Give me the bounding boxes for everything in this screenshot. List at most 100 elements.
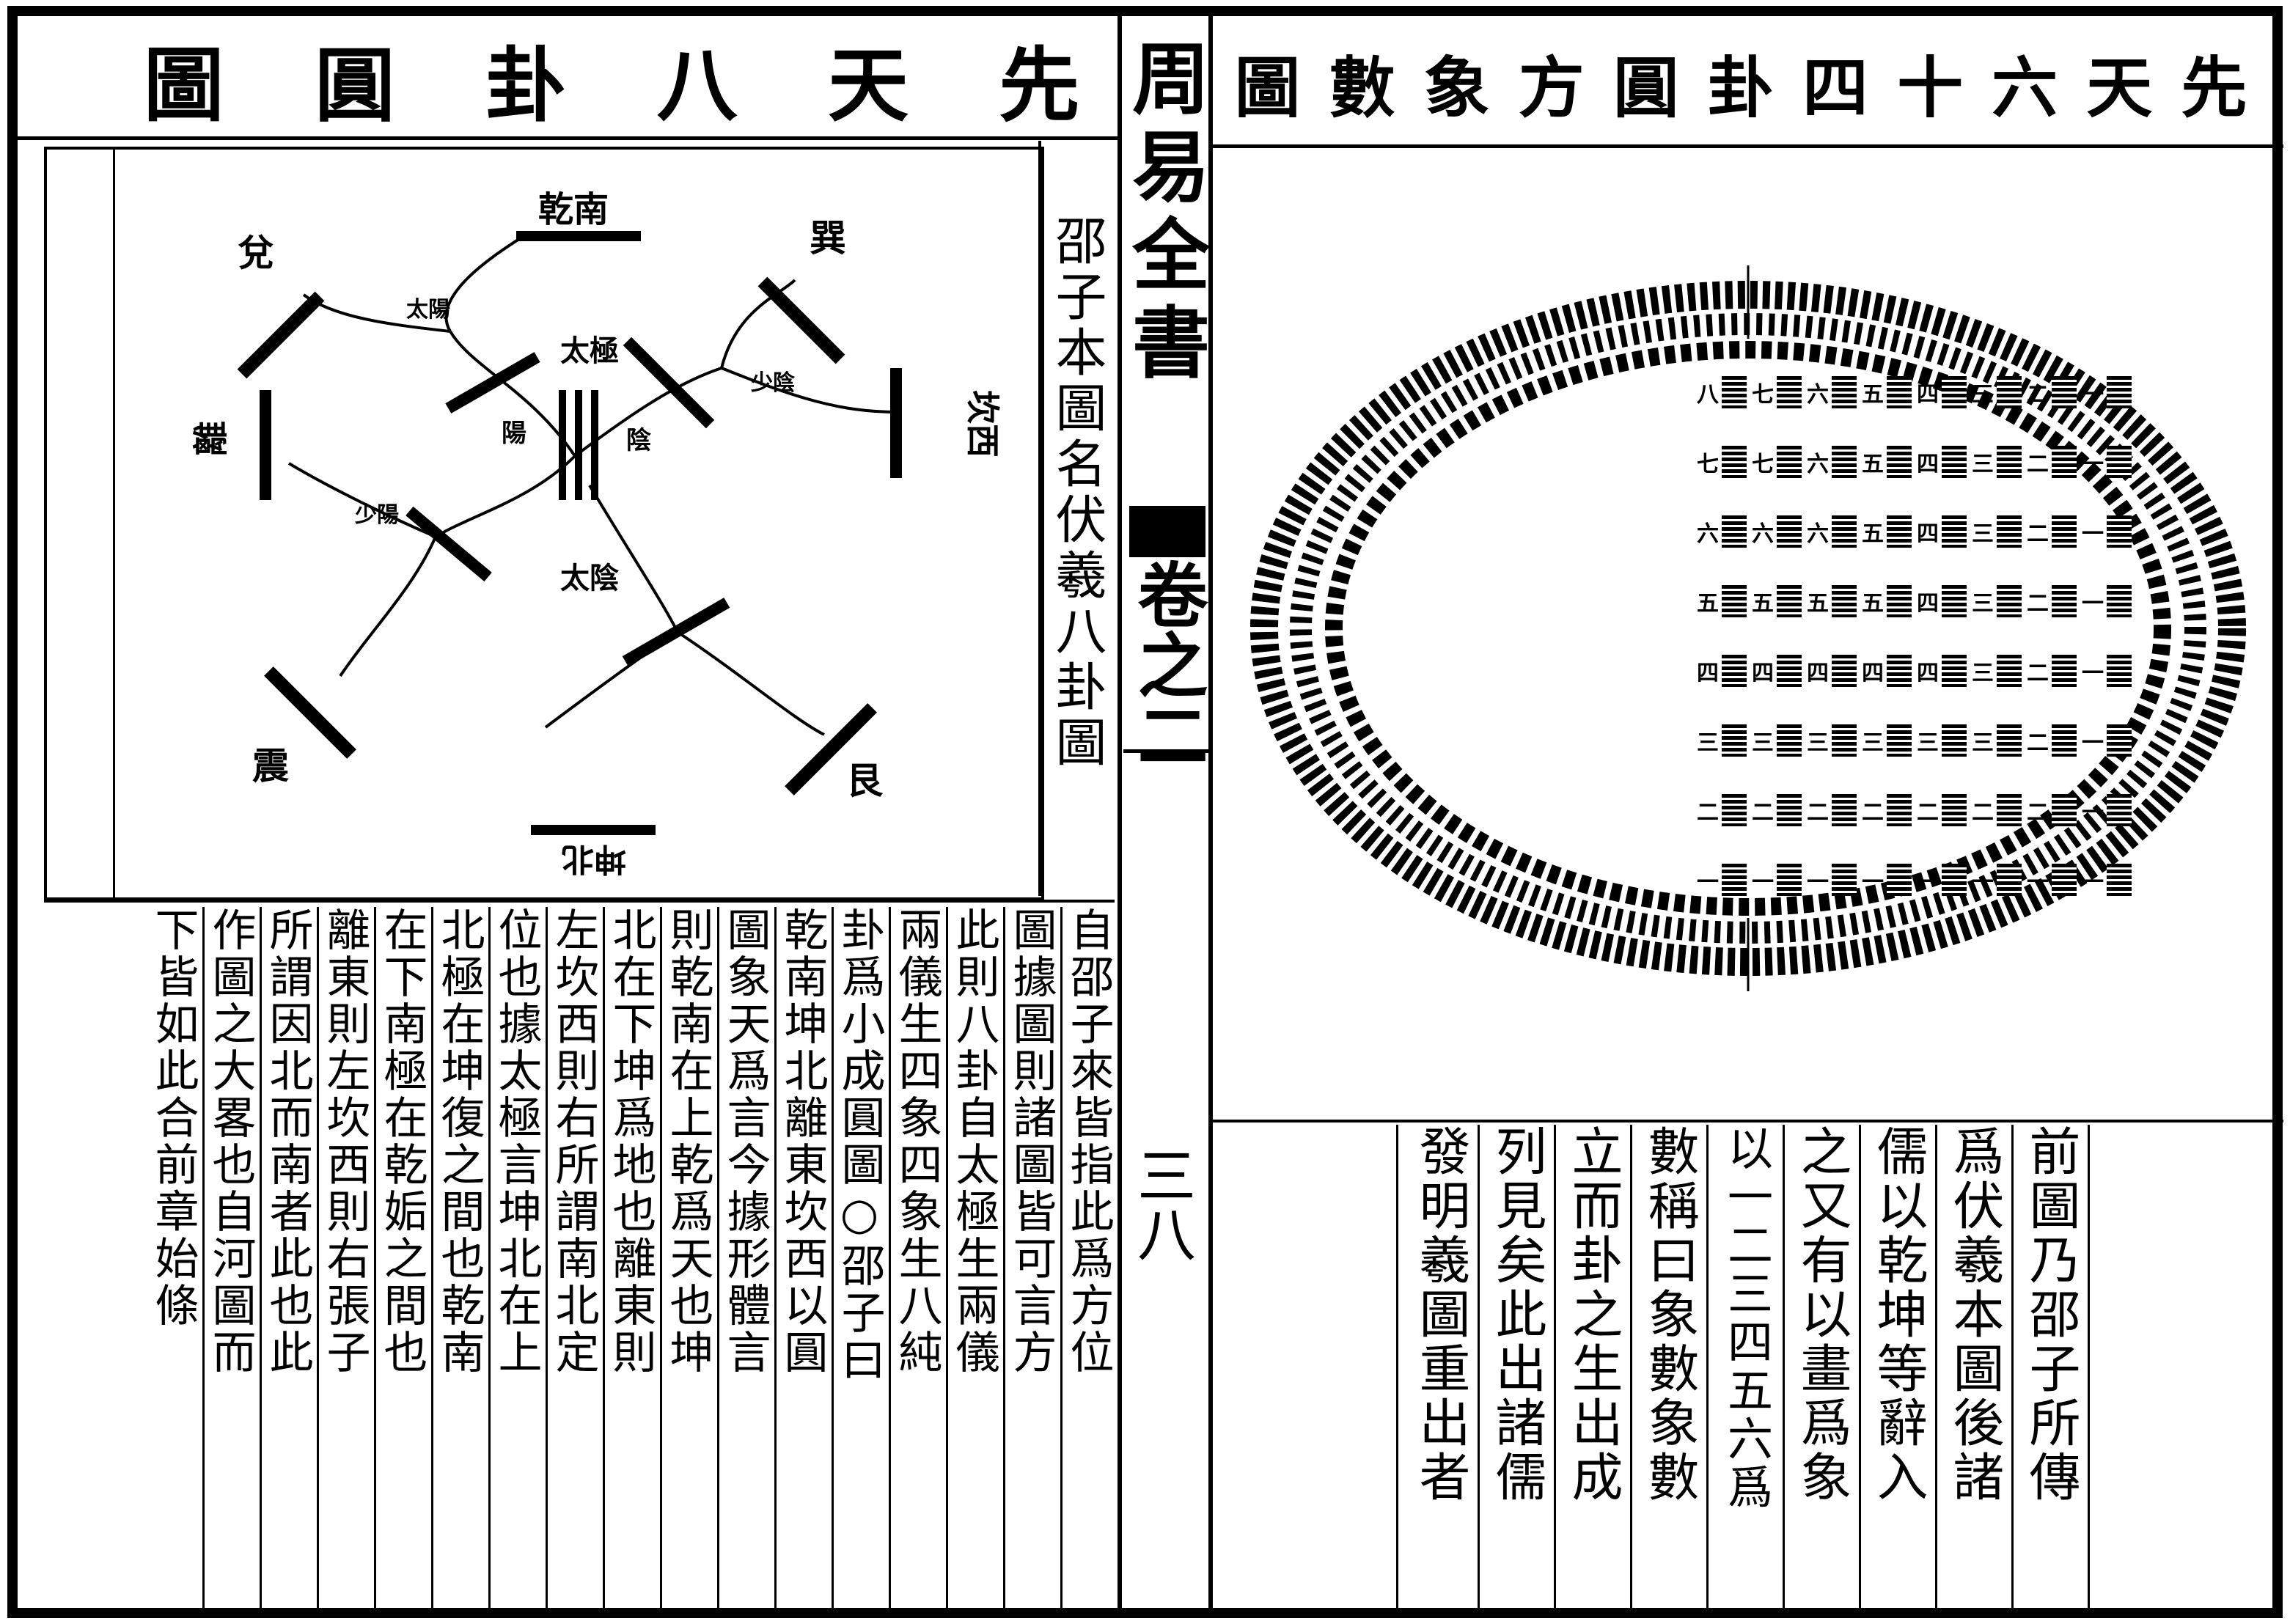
commentary-column: 卦爲小成圓圖○邵子曰 xyxy=(832,907,889,1611)
hexagram-number: 二 xyxy=(2027,730,2049,756)
commentary-column: 北極在坤復之間也乾南 xyxy=(431,907,488,1611)
label-taiyang: 太陽 xyxy=(406,297,450,323)
label-taiyin: 太陰 xyxy=(560,561,619,595)
hexagram-circle-diagram xyxy=(1250,265,2246,991)
hexagram-icon xyxy=(1887,863,1912,896)
hexagram-number: 三 xyxy=(1862,730,1884,756)
hexagram-cell: 三 xyxy=(1972,430,2024,493)
hexagram-cell: 二 xyxy=(2027,570,2079,632)
hexagram-icon xyxy=(2052,445,2077,478)
label-gen: 艮 xyxy=(846,759,884,802)
left-title-char: 天 xyxy=(827,38,909,133)
middle-strip-left-border xyxy=(1118,16,1122,1618)
commentary-column: 在下南極在乾姤之間也 xyxy=(374,907,431,1611)
label-shaoyin: 少陰 xyxy=(751,370,796,396)
hexagram-cell: 六 xyxy=(1807,430,1859,493)
hexagram-cell: 一 xyxy=(2082,570,2134,632)
hexagram-icon xyxy=(1887,793,1912,826)
hexagram-icon xyxy=(1942,515,1967,548)
right-commentary: 前圖乃邵子所傳 爲伏羲本圖後諸 儒以乾坤等辭入 之又有以畫爲象 以一二三四五六爲… xyxy=(1396,1125,2090,1616)
hexagram-number: 四 xyxy=(1917,381,1939,408)
commentary-column: 立而卦之生出成 xyxy=(1554,1125,1630,1616)
right-divider xyxy=(1213,1120,2283,1123)
left-title-char: 先 xyxy=(999,38,1080,133)
hexagram-number: 二 xyxy=(2027,521,2049,547)
left-title-char: 圓 xyxy=(314,38,395,133)
label-qian: 乾南 xyxy=(538,189,609,230)
hexagram-number: 三 xyxy=(1697,730,1719,756)
hexagram-number: 二 xyxy=(1752,799,1774,826)
hexagram-icon xyxy=(1997,584,2022,617)
commentary-column: 列見矣此出諸儒 xyxy=(1478,1125,1554,1616)
hexagram-number: 六 xyxy=(1807,381,1829,408)
hexagram-icon xyxy=(1722,793,1747,826)
hexagram-cell: 三 xyxy=(1972,639,2024,702)
hexagram-icon xyxy=(1887,724,1912,757)
hexagram-cell: 一 xyxy=(2082,361,2134,423)
book-title: 周易全書 xyxy=(1119,38,1211,390)
hexagram-cell: 二 xyxy=(1752,779,1804,841)
hexagram-icon xyxy=(1942,793,1967,826)
hexagram-icon xyxy=(1832,515,1857,548)
commentary-column: 圖據圖則諸圖皆可言方 xyxy=(1003,907,1060,1611)
commentary-column: 左坎西則右所謂南北定 xyxy=(546,907,603,1611)
right-panel-title: 圖 數 象 方 圓 卦 四 十 六 天 先 xyxy=(1220,31,2261,133)
hexagram-number: 六 xyxy=(1807,451,1829,477)
hexagram-icon xyxy=(1997,863,2022,896)
hexagram-cell: 二 xyxy=(1972,779,2024,841)
hexagram-cell: 四 xyxy=(1917,639,1969,702)
right-title-char: 象 xyxy=(1423,49,1490,127)
hexagram-cell: 四 xyxy=(1917,430,1969,493)
hexagram-number: 三 xyxy=(1972,521,1994,547)
hexagram-icon xyxy=(2107,515,2132,548)
hexagram-cell: 一 xyxy=(1697,848,1749,911)
hexagram-icon xyxy=(1887,375,1912,408)
commentary-column: 以一二三四五六爲 xyxy=(1706,1125,1783,1616)
hexagram-cell: 一 xyxy=(1752,848,1804,911)
hexagram-number: 五 xyxy=(1862,590,1884,617)
hexagram-icon xyxy=(1722,724,1747,757)
hexagram-number: 三 xyxy=(1972,381,1994,408)
hexagram-icon xyxy=(1777,793,1802,826)
hexagram-icon xyxy=(2052,863,2077,896)
hexagram-cell: 三 xyxy=(1972,500,2024,562)
qian-trigram-bar xyxy=(516,231,641,241)
hexagram-number: 二 xyxy=(1697,799,1719,826)
hexagram-number: 二 xyxy=(2027,590,2049,617)
hexagram-icon xyxy=(2107,654,2132,687)
hexagram-cell: 七 xyxy=(1752,361,1804,423)
right-title-char: 卦 xyxy=(1707,49,1774,127)
commentary-column: 乾南坤北離東坎西以圓 xyxy=(774,907,832,1611)
hexagram-icon xyxy=(1887,584,1912,617)
hexagram-icon xyxy=(1997,515,2022,548)
hexagram-cell: 一 xyxy=(1862,848,1914,911)
hexagram-number: 四 xyxy=(1917,451,1939,477)
hexagram-icon xyxy=(2107,793,2132,826)
hexagram-number: 四 xyxy=(1917,590,1939,617)
hexagram-icon xyxy=(1777,584,1802,617)
commentary-column: 則乾南在上乾爲天也坤 xyxy=(660,907,717,1611)
hexagram-cell: 二 xyxy=(2027,430,2079,493)
hexagram-cell: 五 xyxy=(1752,570,1804,632)
hexagram-cell: 二 xyxy=(2027,639,2079,702)
hexagram-number: 二 xyxy=(1972,799,1994,826)
hexagram-cell: 四 xyxy=(1862,639,1914,702)
hexagram-number: 一 xyxy=(2082,799,2104,826)
hexagram-icon xyxy=(1997,375,2022,408)
hexagram-number: 二 xyxy=(1807,799,1829,826)
label-shaoyang: 少陽 xyxy=(355,502,399,528)
hexagram-cell: 二 xyxy=(1862,779,1914,841)
right-title-underline xyxy=(1213,144,2283,148)
left-title-char: 八 xyxy=(656,38,738,133)
hexagram-icon xyxy=(1942,445,1967,478)
hexagram-icon xyxy=(1722,445,1747,478)
hexagram-icon xyxy=(2052,584,2077,617)
caption-divider xyxy=(1038,141,1041,896)
page-number: 三八 xyxy=(1128,1145,1196,1263)
hexagram-cell: 八 xyxy=(1697,361,1749,423)
hexagram-icon xyxy=(1887,445,1912,478)
hexagram-cell: 六 xyxy=(1752,500,1804,562)
hexagram-cell: 四 xyxy=(1697,639,1749,702)
hexagram-number: 五 xyxy=(1862,451,1884,477)
hexagram-cell: 七 xyxy=(1752,430,1804,493)
